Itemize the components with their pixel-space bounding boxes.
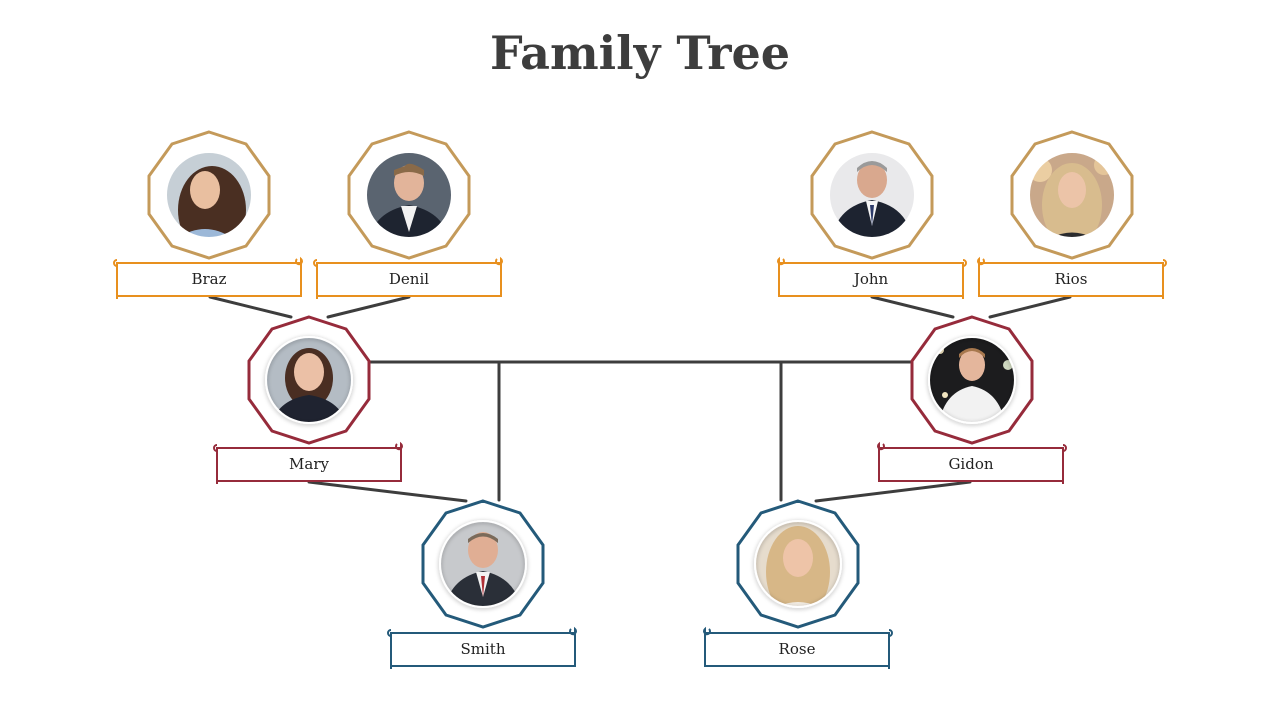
- connector-john-gidon: [870, 295, 955, 319]
- photo-rose: [755, 521, 841, 607]
- name-label-john: John: [853, 270, 889, 288]
- scroll-banner: [387, 626, 577, 669]
- member-john: [777, 130, 967, 299]
- name-label-rios: Rios: [1054, 270, 1088, 288]
- connector-denil-mary: [326, 295, 411, 319]
- member-denil: [313, 130, 503, 299]
- member-gidon: [877, 315, 1067, 484]
- scroll-banner: [113, 256, 303, 299]
- scroll-banner: [777, 256, 967, 299]
- scroll-banner: [313, 256, 503, 299]
- connector-braz-mary: [208, 295, 293, 319]
- member-mary: [213, 315, 403, 484]
- scroll-banner: [213, 441, 403, 484]
- name-label-braz: Braz: [191, 270, 227, 288]
- connector-mary-smith: [307, 480, 468, 503]
- name-label-rose: Rose: [778, 640, 816, 658]
- scroll-banner: [877, 441, 1067, 484]
- scroll-banner: [977, 256, 1167, 299]
- name-label-mary: Mary: [289, 455, 329, 473]
- page-title: Family Tree: [490, 26, 790, 80]
- member-smith: [387, 499, 577, 669]
- connector-lines: [208, 295, 1072, 503]
- photo-john: [829, 152, 915, 238]
- member-rios: [977, 130, 1167, 299]
- member-braz: [113, 130, 303, 299]
- connector-rios-gidon: [988, 295, 1072, 319]
- photo-denil: [366, 152, 452, 238]
- connector-gidon-rose: [814, 480, 972, 503]
- scroll-banner: [703, 626, 893, 669]
- member-rose: [703, 499, 893, 669]
- name-label-smith: Smith: [460, 640, 506, 658]
- photo-mary: [266, 337, 352, 423]
- name-label-denil: Denil: [388, 270, 430, 288]
- name-label-gidon: Gidon: [948, 455, 994, 473]
